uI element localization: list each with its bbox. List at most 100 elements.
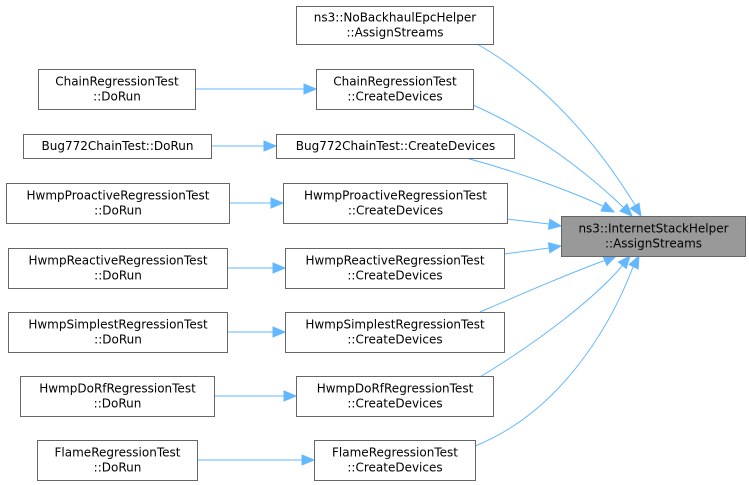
- node-box: [8, 248, 228, 289]
- node-box: [276, 134, 515, 159]
- node-label-line: HwmpSimplestRegressionTest: [305, 318, 485, 332]
- node-label-line: ::AssignStreams: [605, 237, 702, 251]
- edge-flame-create-to-root: [474, 254, 640, 447]
- nodes-layer: ns3::InternetStackHelper::AssignStreamsn…: [6, 6, 746, 481]
- edge-bug772-dorun-to-bug772-create: [211, 140, 278, 152]
- edge-line: [465, 157, 606, 208]
- node-chain-create[interactable]: ChainRegressionTest::CreateDevices: [316, 69, 474, 110]
- edge-line: [474, 266, 634, 447]
- node-label-line: ::DoRun: [94, 333, 142, 347]
- node-label-line: ::DoRun: [94, 397, 142, 411]
- edge-arrowhead: [272, 326, 287, 338]
- node-label-line: Bug772ChainTest::CreateDevices: [296, 139, 496, 153]
- node-label-line: ChainRegressionTest: [55, 75, 179, 89]
- node-label-line: ::CreateDevices: [347, 90, 442, 104]
- node-label-line: FlameRegressionTest: [55, 446, 181, 460]
- node-chain-dorun[interactable]: ChainRegressionTest::DoRun: [38, 69, 196, 110]
- edge-arrowhead: [602, 255, 618, 267]
- node-label-line: Bug772ChainTest::DoRun: [42, 139, 194, 153]
- edge-line: [479, 259, 607, 313]
- node-reactive-create[interactable]: HwmpReactiveRegressionTest::CreateDevice…: [285, 248, 505, 289]
- node-simplest-dorun[interactable]: HwmpSimplestRegressionTest::DoRun: [8, 312, 228, 353]
- edges-layer: [195, 43, 642, 466]
- node-box: [20, 376, 215, 417]
- edge-proactive-create-to-root: [506, 218, 563, 230]
- node-label-line: HwmpProactiveRegressionTest: [27, 189, 210, 203]
- node-box: [285, 248, 505, 289]
- edge-arrowhead: [272, 262, 287, 274]
- edge-bug772-create-to-root: [465, 157, 616, 213]
- node-flame-dorun[interactable]: FlameRegressionTest::DoRun: [37, 440, 198, 481]
- node-label-line: HwmpReactiveRegressionTest: [28, 254, 207, 268]
- node-box: [296, 6, 494, 45]
- node-label-line: ns3::NoBackhaulEpcHelper: [314, 11, 476, 25]
- node-reactive-dorun[interactable]: HwmpReactiveRegressionTest::DoRun: [8, 248, 228, 289]
- edge-flame-dorun-to-flame-create: [197, 454, 316, 466]
- edge-simplest-dorun-to-simplest-create: [227, 326, 287, 338]
- node-box: [23, 134, 212, 159]
- node-box: [38, 69, 196, 110]
- node-label-line: ::DoRun: [94, 269, 142, 283]
- node-box: [296, 376, 494, 417]
- edge-arrowhead: [617, 255, 631, 270]
- node-label-line: ::CreateDevices: [347, 397, 442, 411]
- edge-arrowhead: [303, 83, 318, 95]
- node-proactive-dorun[interactable]: HwmpProactiveRegressionTest::DoRun: [6, 183, 230, 224]
- edge-proactive-dorun-to-proactive-create: [229, 197, 285, 209]
- edge-nobackhaul-to-root: [476, 43, 642, 218]
- node-label-line: HwmpSimplestRegressionTest: [28, 318, 208, 332]
- node-box: [37, 440, 198, 481]
- edge-arrowhead: [600, 201, 616, 213]
- edge-line: [472, 104, 624, 208]
- node-label-line: ChainRegressionTest: [333, 75, 457, 89]
- node-bug772-dorun[interactable]: Bug772ChainTest::DoRun: [23, 134, 212, 159]
- node-proactive-create[interactable]: HwmpProactiveRegressionTest::CreateDevic…: [283, 183, 508, 224]
- edge-arrowhead: [547, 242, 563, 254]
- node-label-line: ns3::InternetStackHelper: [578, 222, 728, 236]
- node-flame-create[interactable]: FlameRegressionTest::CreateDevices: [314, 440, 476, 481]
- node-dorf-create[interactable]: HwmpDoRfRegressionTest::CreateDevices: [296, 376, 494, 417]
- node-label-line: HwmpDoRfRegressionTest: [317, 382, 474, 396]
- edge-dorf-create-to-root: [474, 255, 631, 381]
- edge-reactive-dorun-to-reactive-create: [227, 262, 287, 274]
- edge-chain-create-to-root: [472, 104, 633, 217]
- edge-arrowhead: [629, 202, 642, 218]
- edge-simplest-create-to-root: [479, 255, 618, 313]
- edge-line: [503, 247, 550, 255]
- node-box: [283, 183, 508, 224]
- edge-arrowhead: [301, 454, 316, 466]
- edge-arrowhead: [628, 254, 640, 270]
- edge-arrowhead: [263, 140, 278, 152]
- node-label-line: ::CreateDevices: [347, 461, 442, 475]
- edge-arrowhead: [270, 197, 285, 209]
- node-bug772-create[interactable]: Bug772ChainTest::CreateDevices: [276, 134, 515, 159]
- node-box: [316, 69, 474, 110]
- node-label-line: ::DoRun: [94, 204, 142, 218]
- node-box: [8, 312, 228, 353]
- node-box: [285, 312, 505, 353]
- edge-line: [476, 43, 636, 206]
- node-simplest-create[interactable]: HwmpSimplestRegressionTest::CreateDevice…: [285, 312, 505, 353]
- edge-line: [506, 218, 550, 225]
- node-label-line: HwmpProactiveRegressionTest: [304, 189, 487, 203]
- node-label-line: FlameRegressionTest: [332, 446, 458, 460]
- edge-dorf-dorun-to-dorf-create: [214, 390, 298, 402]
- node-nobackhaul[interactable]: ns3::NoBackhaulEpcHelper::AssignStreams: [296, 6, 494, 45]
- node-label-line: ::CreateDevices: [348, 204, 443, 218]
- node-dorf-dorun[interactable]: HwmpDoRfRegressionTest::DoRun: [20, 376, 215, 417]
- edge-arrowhead: [547, 218, 563, 230]
- node-label-line: ::DoRun: [94, 461, 142, 475]
- node-root[interactable]: ns3::InternetStackHelper::AssignStreams: [561, 216, 746, 257]
- node-label-line: ::CreateDevices: [347, 269, 442, 283]
- node-box: [6, 183, 230, 224]
- node-label-line: HwmpDoRfRegressionTest: [39, 382, 196, 396]
- edge-arrowhead: [619, 203, 633, 217]
- edge-chain-dorun-to-chain-create: [195, 83, 318, 95]
- node-label-line: ::DoRun: [93, 90, 141, 104]
- edge-arrowhead: [283, 390, 298, 402]
- node-box: [314, 440, 476, 481]
- edge-line: [474, 264, 624, 381]
- node-box: [561, 216, 746, 257]
- node-label-line: ::AssignStreams: [346, 26, 443, 40]
